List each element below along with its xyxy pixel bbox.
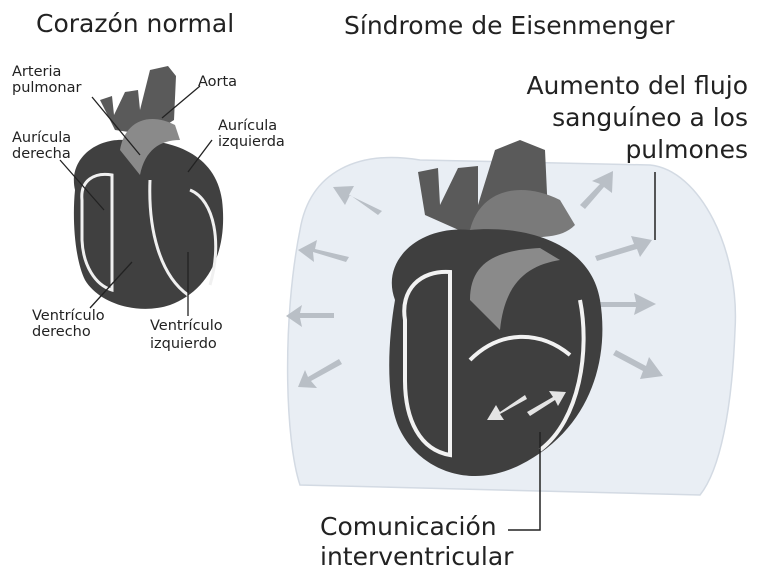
small-heart-body [74, 140, 223, 309]
title-normal-heart: Corazón normal [36, 10, 234, 39]
label-comunicacion-line1: Comunicación [320, 513, 497, 542]
label-auricula-derecha-line1: Aurícula [12, 130, 71, 147]
label-auricula-izquierda-line2: izquierda [218, 134, 285, 151]
label-ventriculo-izquierdo-line1: Ventrículo [150, 318, 223, 335]
label-auricula-izquierda-line1: Aurícula [218, 118, 277, 135]
label-arteria-pulmonar-line1: Arteria [12, 64, 61, 81]
title-eisenmenger: Síndrome de Eisenmenger [344, 12, 675, 41]
label-ventriculo-derecho-line2: derecho [32, 324, 91, 341]
label-comunicacion-line2: interventricular [320, 543, 513, 572]
label-ventriculo-derecho-line1: Ventrículo [32, 308, 105, 325]
label-flujo-line2: sanguíneo a los [552, 104, 748, 133]
label-flujo-line3: pulmones [625, 136, 748, 165]
label-flujo-line1: Aumento del flujo [526, 72, 748, 101]
label-ventriculo-izquierdo-line2: izquierdo [150, 336, 217, 353]
label-arteria-pulmonar-line2: pulmonar [12, 80, 81, 97]
label-auricula-derecha-line2: derecha [12, 146, 71, 163]
label-aorta: Aorta [198, 74, 237, 91]
